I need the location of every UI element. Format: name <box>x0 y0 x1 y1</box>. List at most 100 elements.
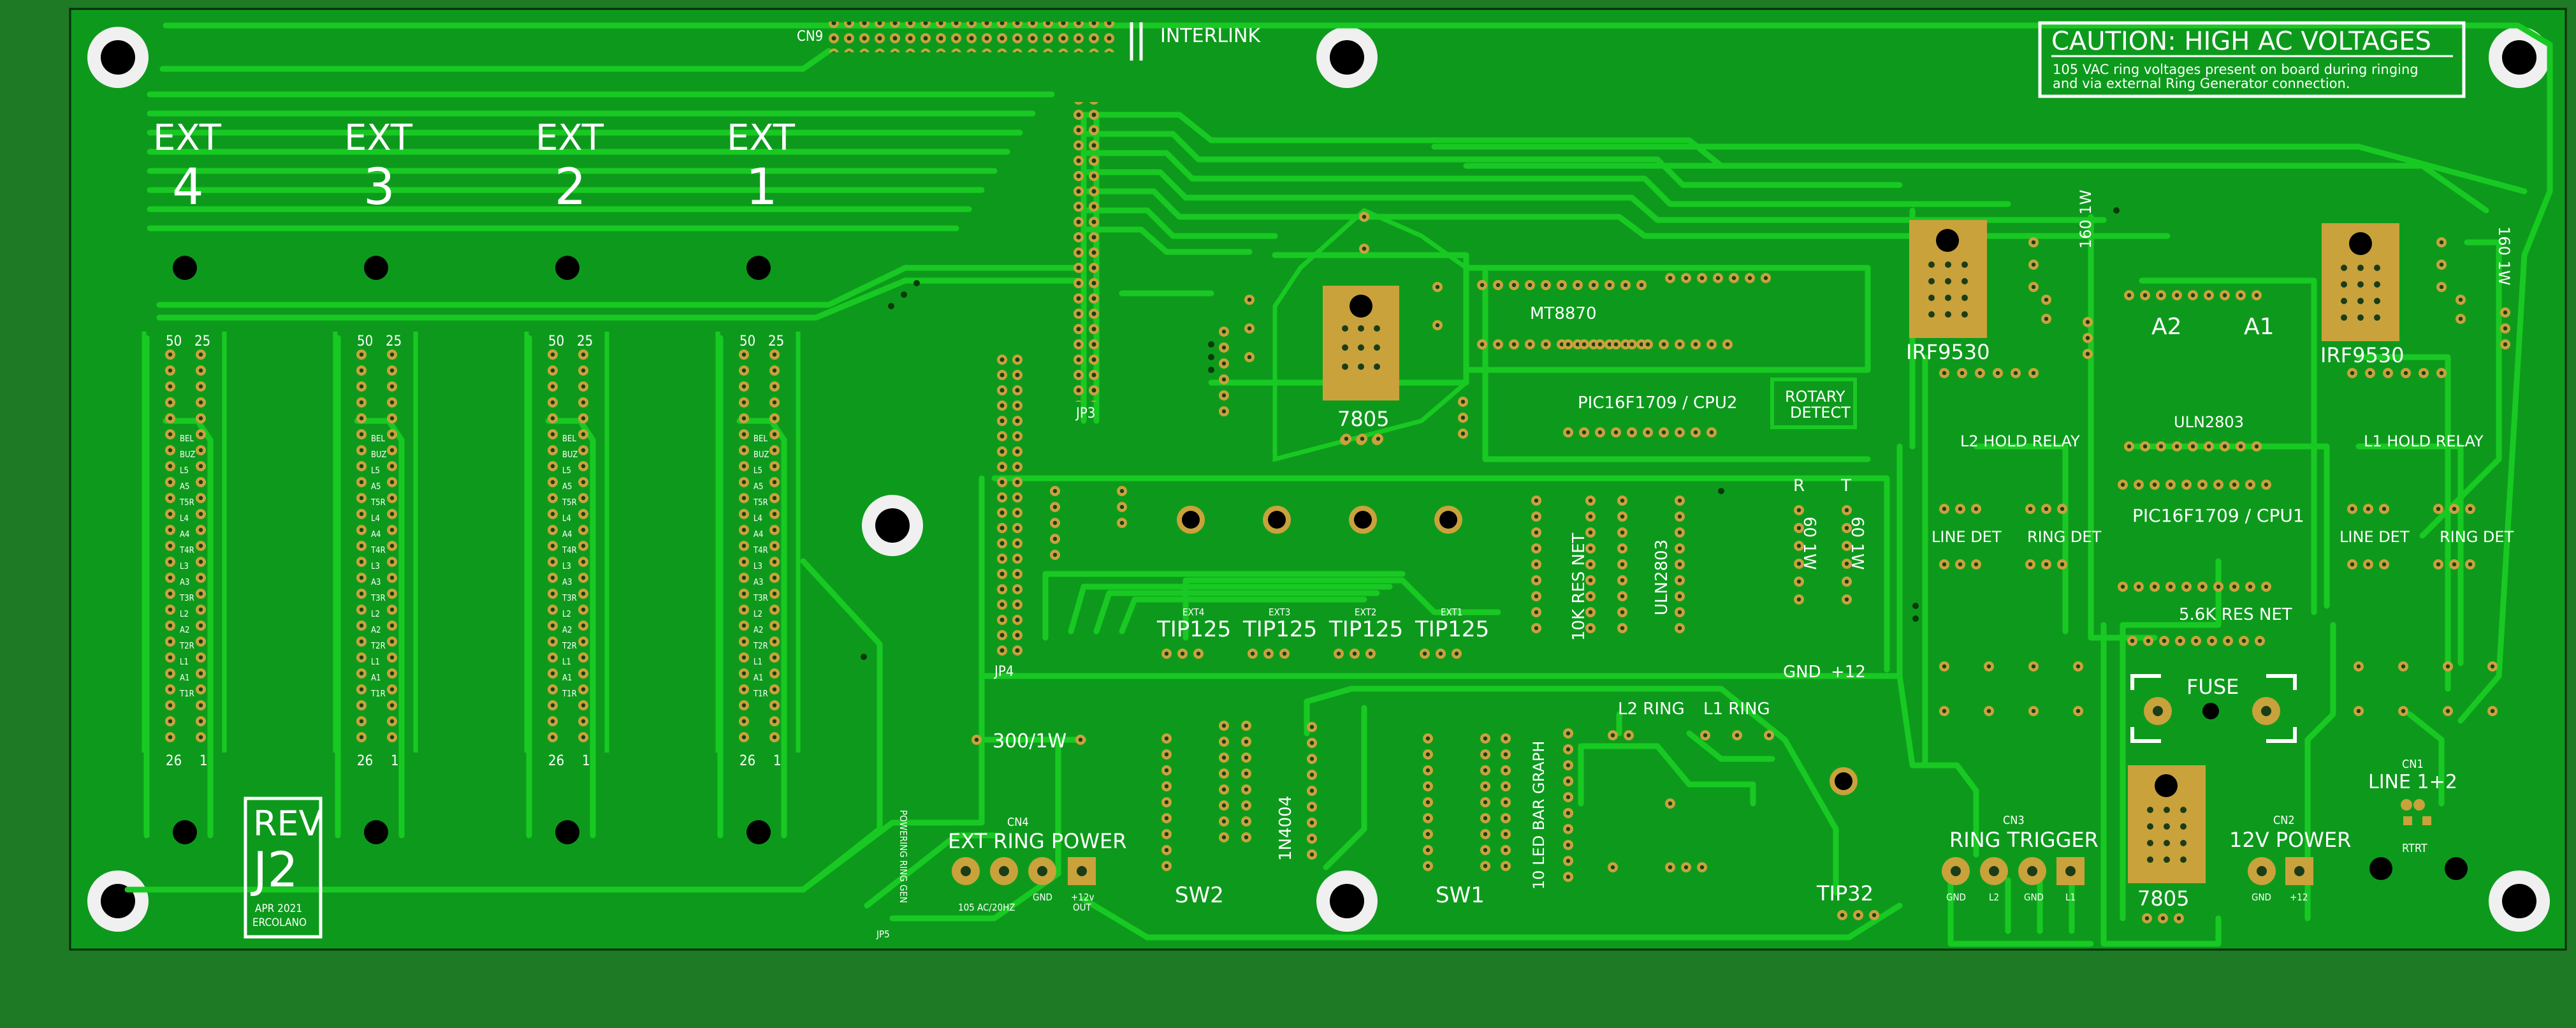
jp3-header: JP3 <box>1071 102 1102 422</box>
rotary-detect-label-1: ROTARY <box>1785 388 1845 406</box>
uln2803-right-label: ULN2803 <box>2174 413 2244 431</box>
ext-pin-label: A2 <box>753 626 763 635</box>
regulator-left: 7805 <box>1272 207 1469 462</box>
ext-pin-label: L5 <box>562 466 571 476</box>
ext-pin-number: 50 <box>166 334 182 349</box>
res-net-10k: 10K RES NET <box>1569 532 1589 641</box>
power-region-right: FUSE RING TRIGGER CN3 GND L2 GND L1 7805… <box>1942 674 2468 911</box>
interlink-label: INTERLINK <box>1160 25 1261 47</box>
ext-pin-number: 50 <box>357 334 373 349</box>
pic-cpu2-label: PIC16F1709 / CPU2 <box>1578 393 1737 413</box>
ext-pin-label: L4 <box>180 514 189 524</box>
reg-bottom-label: 7805 <box>2137 886 2189 911</box>
ext-pin-label: T5R <box>179 498 194 508</box>
ext-pin-label: A1 <box>180 673 189 683</box>
ext-pin-label: BUZ <box>371 450 386 460</box>
ext-slot-number: 4 <box>172 159 204 216</box>
ext-slot-number: 3 <box>363 159 395 216</box>
ext-pin-label: BUZ <box>180 450 195 460</box>
p-12: +12 <box>2290 892 2308 903</box>
rt-gnd1: GND <box>1946 892 1966 903</box>
ext-pin-number: 1 <box>773 753 782 769</box>
ext-pin-label: L2 <box>562 610 571 619</box>
cpu2-region: MT8870 PIC16F1709 / CPU2 ROTARY DETECT <box>1530 304 1857 429</box>
ring-det-2: RING DET <box>2440 528 2514 546</box>
l2-ring: L2 RING <box>1618 700 1685 719</box>
ext-pin-label: A3 <box>180 578 189 587</box>
ext-pin-label: BUZ <box>562 450 578 460</box>
ext-pin-label: L5 <box>180 466 189 476</box>
caution-line2: and via external Ring Generator connecti… <box>2053 76 2350 91</box>
ext-slot-label: EXT <box>344 117 413 159</box>
ext-pin-label: T1R <box>753 689 768 699</box>
jp3-label: JP3 <box>1075 406 1095 422</box>
ext-pin-number: 25 <box>768 334 784 349</box>
l1-ring: L1 RING <box>1703 700 1770 719</box>
ext-pin-label: L1 <box>753 657 762 667</box>
ext-pin-label: A5 <box>180 482 189 492</box>
ext-pin-label: L1 <box>562 657 571 667</box>
switch-region: SW2 SW1 1N4004 10 LED BAR GRAPH L2 RING … <box>1175 700 1874 908</box>
ext-pin-label: T4R <box>753 546 768 555</box>
ext-pin-label: T1R <box>562 689 577 699</box>
copper-traces <box>124 22 2553 947</box>
ext-pin-label: L5 <box>371 466 380 476</box>
rev-date: APR 2021 <box>255 902 302 915</box>
via-dots <box>861 207 2120 660</box>
ext-pin-label: L4 <box>753 514 762 524</box>
irf9530-left: IRF9530 160 1W <box>1906 190 2095 364</box>
tip125-2: TIP125 <box>1242 617 1317 642</box>
ext-pin-label: L3 <box>371 562 380 571</box>
cpu1-ic-pads <box>1939 237 2510 716</box>
ext-pin-label: T2R <box>370 642 386 651</box>
res-300: 300/1W <box>993 730 1066 753</box>
ext-pin-number: 26 <box>357 753 373 769</box>
ext-pin-label: A2 <box>371 626 381 635</box>
line-det-1: LINE DET <box>1932 528 2002 546</box>
cn2-label: CN2 <box>2273 814 2295 827</box>
ext-pin-label: T5R <box>753 498 768 508</box>
ext-pin-label: BEL <box>180 434 194 444</box>
reg-left-label: 7805 <box>1337 407 1389 431</box>
sw2-label: SW2 <box>1175 883 1224 908</box>
ext-pin-label: A5 <box>562 482 572 492</box>
pic-cpu1-label: PIC16F1709 / CPU1 <box>2132 505 2304 526</box>
rt-l2: L2 <box>1989 892 1999 903</box>
rev-value: J2 <box>251 841 298 898</box>
irf9530-right: IRF9530 160 1W <box>2320 223 2513 367</box>
uln2803-mid: ULN2803 <box>1652 540 1671 615</box>
cn9-header: CN9 INTERLINK <box>797 22 1261 61</box>
tip125-1: TIP125 <box>1156 617 1231 642</box>
jp4-label: JP4 <box>993 664 1014 680</box>
cn4-label: CN4 <box>1007 816 1029 829</box>
sw1-label: SW1 <box>1436 883 1485 908</box>
ext-pin-label: L1 <box>180 657 189 667</box>
a2-label: A2 <box>2151 314 2182 340</box>
ext-pin-label: A1 <box>753 673 763 683</box>
ext-pin-label: T4R <box>179 546 194 555</box>
out-small: OUT <box>1073 902 1092 913</box>
rev-designer: ERCOLANO <box>252 916 307 929</box>
ext-pin-label: A2 <box>180 626 189 635</box>
ext-pin-number: 50 <box>739 334 755 349</box>
tip32-label: TIP32 <box>1816 881 1874 906</box>
ext-pin-label: T3R <box>753 594 768 603</box>
p-gnd: GND <box>2252 892 2271 903</box>
mt8870-label: MT8870 <box>1530 304 1596 323</box>
line-det-2: LINE DET <box>2340 528 2410 546</box>
plus12-label: +12 <box>1831 663 1866 682</box>
caution-line1: 105 VAC ring voltages present on board d… <box>2053 62 2419 77</box>
ext-pin-label: A4 <box>180 530 189 540</box>
irf-right-label: IRF9530 <box>2320 343 2405 367</box>
ext-pin-label: A5 <box>753 482 763 492</box>
diode-1n4004: 1N4004 <box>1276 796 1295 861</box>
ext-slot-number: 2 <box>555 159 586 216</box>
rotary-detect-label-2: DETECT <box>1790 404 1851 422</box>
ext-pin-label: BEL <box>753 434 768 444</box>
rt-l1: L1 <box>2065 892 2076 903</box>
